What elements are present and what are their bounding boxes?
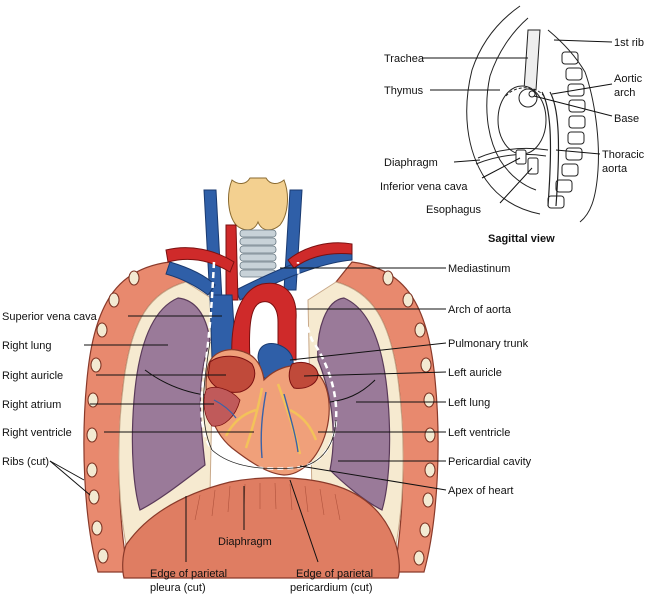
label-ribs-cut: Ribs (cut) <box>2 456 49 468</box>
label-sagittal-first-rib: 1st rib <box>614 37 644 49</box>
label-sagittal-base: Base <box>614 113 639 125</box>
label-right-auricle: Right auricle <box>2 370 63 382</box>
trachea-rings <box>239 229 277 278</box>
thyroid <box>228 177 288 231</box>
label-sagittal-trachea: Trachea <box>384 53 425 65</box>
vertebral-column <box>547 51 586 209</box>
label-diaphragm: Diaphragm <box>218 536 272 548</box>
subclavian-artery-left <box>287 242 353 269</box>
label-right-ventricle: Right ventricle <box>2 427 72 439</box>
label-sagittal-inferior-vena-cava: Inferior vena cava <box>380 181 468 193</box>
label-edge-parietal-pleura-line1: Edge of parietal <box>150 568 227 580</box>
label-sagittal-thymus: Thymus <box>384 85 424 97</box>
right-atrium-shape <box>203 386 241 427</box>
aortic-arch-vessel <box>231 282 297 361</box>
label-right-atrium: Right atrium <box>2 399 61 411</box>
label-edge-parietal-pericardium-line2: pericardium (cut) <box>290 582 373 594</box>
label-edge-parietal-pleura-line2: pleura (cut) <box>150 582 206 594</box>
label-left-auricle: Left auricle <box>448 367 502 379</box>
label-arch-of-aorta: Arch of aorta <box>448 304 512 316</box>
ribs-left <box>86 270 140 564</box>
label-mediastinum: Mediastinum <box>448 263 510 275</box>
brachiocephalic-vein-left <box>165 261 216 296</box>
label-sagittal-diaphragm: Diaphragm <box>384 157 438 169</box>
label-edge-parietal-pericardium-line1: Edge of parietal <box>296 568 373 580</box>
label-superior-vena-cava: Superior vena cava <box>2 311 98 323</box>
label-left-ventricle: Left ventricle <box>448 427 510 439</box>
label-left-lung: Left lung <box>448 397 490 409</box>
label-sagittal-aortic-arch-line1: Aortic <box>614 73 643 85</box>
leader-lines <box>49 39 613 563</box>
thorax-illustration <box>83 177 439 579</box>
label-right-lung: Right lung <box>2 340 52 352</box>
label-pericardial-cavity: Pericardial cavity <box>448 456 532 468</box>
left-auricle-shape <box>288 361 319 389</box>
label-sagittal-esophagus: Esophagus <box>426 204 482 216</box>
label-sagittal-thoracic-aorta-line1: Thoracic <box>602 149 645 161</box>
diaphragm-muscle <box>122 477 400 579</box>
sagittal-illustration <box>466 5 599 223</box>
ribs-right <box>382 270 436 566</box>
coronary-vessels <box>213 383 318 459</box>
labels: Superior vena cava Right lung Right auri… <box>2 37 645 594</box>
label-sagittal-thoracic-aorta-line2: aorta <box>602 163 628 175</box>
subclavian-artery-right <box>165 247 235 273</box>
parietal-pericardium <box>200 261 338 470</box>
label-apex-of-heart: Apex of heart <box>448 485 513 497</box>
label-pulmonary-trunk: Pulmonary trunk <box>448 338 529 350</box>
label-sagittal-aortic-arch-line2: arch <box>614 87 635 99</box>
sagittal-view-title: Sagittal view <box>488 233 555 245</box>
